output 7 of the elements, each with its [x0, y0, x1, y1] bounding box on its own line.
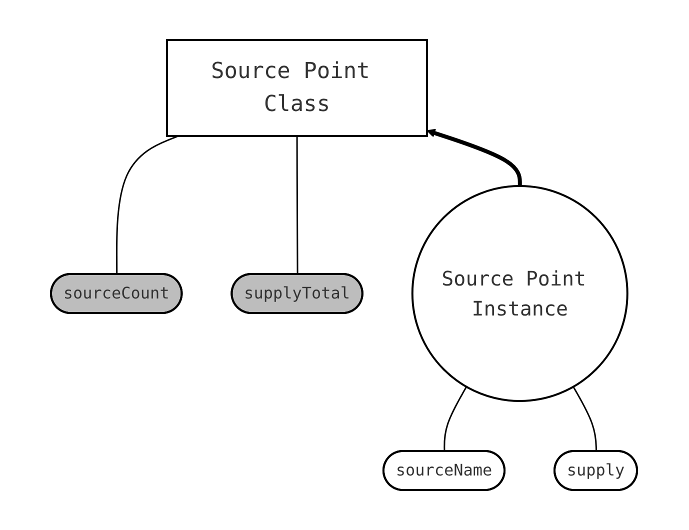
connector — [296, 136, 299, 274]
arrow — [427, 128, 522, 186]
node-box: Source Point Class — [166, 39, 428, 137]
connector — [444, 386, 468, 452]
connector — [573, 386, 598, 452]
node-circle: Source Point Instance — [412, 185, 629, 402]
connector — [116, 135, 179, 274]
